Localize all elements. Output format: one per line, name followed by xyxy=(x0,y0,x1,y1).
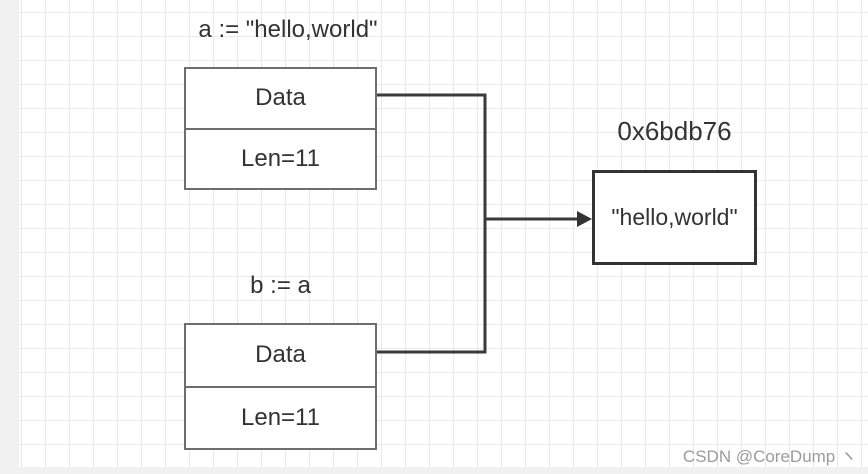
var-a-declaration-label: a := "hello,world" xyxy=(198,16,378,43)
var-b-declaration-label: b := a xyxy=(250,272,311,299)
csdn-watermark: CSDN @CoreDump ヽ xyxy=(682,447,857,466)
var-a-len-field: Len=11 xyxy=(186,127,375,189)
var-b-struct-box: Data Len=11 xyxy=(184,323,377,450)
memory-address-label: 0x6bdb76 xyxy=(617,116,732,146)
string-data-box: "hello,world" xyxy=(592,170,757,265)
var-a-struct-box: Data Len=11 xyxy=(184,67,377,190)
var-a-data-field: Data xyxy=(255,84,306,112)
var-b-len-field: Len=11 xyxy=(186,385,375,449)
var-b-data-field: Data xyxy=(255,341,306,369)
